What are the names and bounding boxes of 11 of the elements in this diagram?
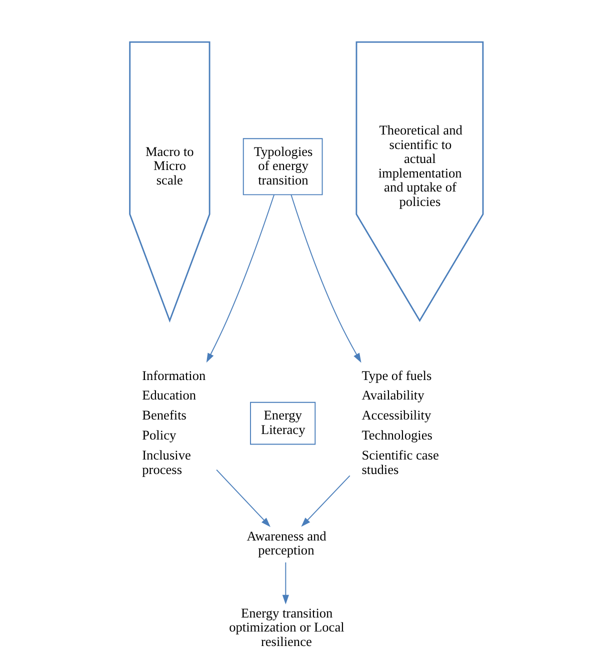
- node-box: Energy Literacy: [250, 402, 316, 445]
- arrow: [290, 194, 362, 363]
- arrow: [216, 469, 270, 527]
- node-text: Awareness and perception: [246, 528, 326, 558]
- node-box: Typologies of energy transition: [242, 138, 323, 196]
- node-text: Information Education Benefits Policy Inclusive process: [142, 368, 206, 477]
- arrow: [301, 475, 350, 527]
- node-text: Type of fuels Availability Accessibility Technologies Scientific case studies: [362, 368, 439, 477]
- arrow: [206, 194, 275, 363]
- arrow: [282, 562, 289, 604]
- node-text: Energy transition optimization or Local resilience: [229, 605, 344, 649]
